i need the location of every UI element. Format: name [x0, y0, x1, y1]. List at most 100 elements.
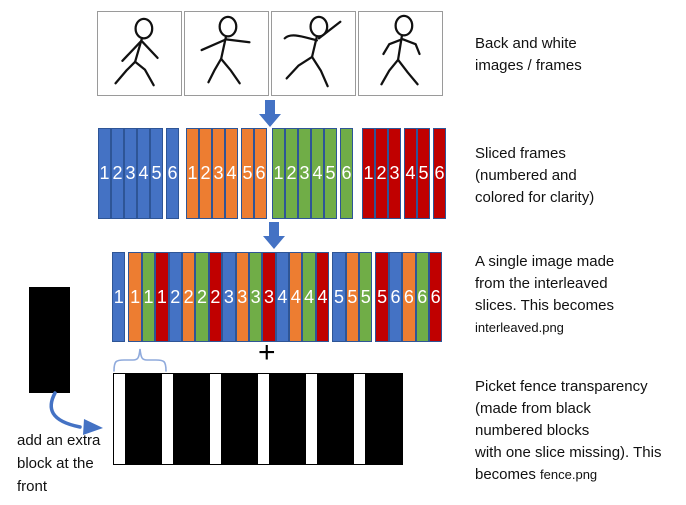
extra-block-caption-line: front: [17, 478, 48, 495]
slice: 3: [388, 128, 401, 219]
frames-caption-line: Back and white: [475, 35, 577, 52]
fence-slit: [258, 374, 269, 464]
interleaved-slice: 6: [388, 252, 403, 342]
frame-box-4: [358, 11, 443, 96]
fence-slit: [306, 374, 317, 464]
slice: 4: [225, 128, 238, 219]
sliced-caption-line: colored for clarity): [475, 189, 595, 206]
interleaved-slice: 4: [315, 252, 330, 342]
plus-sign: +: [258, 336, 276, 369]
stick-figure-1: [114, 17, 159, 87]
slice: 1: [272, 128, 285, 219]
interleaved-slice: 4: [275, 252, 290, 342]
interleaved-slice: 5: [359, 252, 373, 342]
slice: 5: [150, 128, 163, 219]
fence-block: [221, 374, 258, 464]
frames-caption: Back and white images / frames: [475, 33, 582, 77]
slice: 4: [137, 128, 150, 219]
fence-caption-line: numbered blocks: [475, 422, 590, 439]
fence-caption-line: Picket fence transparency: [475, 378, 648, 395]
extra-block-caption-line: add an extra: [17, 432, 101, 449]
slice: 5: [417, 128, 430, 219]
fence-caption-line: becomes fence.png: [475, 466, 598, 483]
fence-slit: [114, 374, 125, 464]
slice: 6: [433, 128, 446, 219]
interleaved-slice: 3: [235, 252, 249, 342]
fence-block: [269, 374, 306, 464]
slice: 6: [166, 128, 179, 219]
slice: 2: [199, 128, 212, 219]
slice: 3: [212, 128, 225, 219]
interleaved-slice: 2: [195, 252, 209, 342]
fence-caption-line: (made from black: [475, 400, 591, 417]
frame-box-3: [271, 11, 356, 96]
fence-slit: [354, 374, 365, 464]
fence-slit: [162, 374, 173, 464]
interleaved-slice: 5: [375, 252, 389, 342]
fence-block: [317, 374, 354, 464]
slice: 2: [375, 128, 388, 219]
fence-caption-line: with one slice missing). This: [475, 444, 662, 461]
sliced-caption: Sliced frames (numbered and colored for …: [475, 143, 594, 209]
frame-box-1: [97, 11, 182, 96]
sliced-caption-line: (numbered and: [475, 167, 577, 184]
extra-black-block: [29, 287, 70, 393]
fence-block: [173, 374, 210, 464]
extra-block-caption-line: block at the: [17, 455, 94, 472]
interleaved-slice: 1: [128, 252, 142, 342]
fence-filename: fence.png: [540, 467, 598, 482]
interleaved-slice: 6: [402, 252, 416, 342]
stick-figure-4: [380, 14, 421, 86]
interleaved-slice: 3: [222, 252, 236, 342]
stick-figure-3: [283, 15, 342, 88]
interleaved-slice: 5: [332, 252, 346, 342]
interleaved-slice: 1: [155, 252, 169, 342]
slice: 1: [98, 128, 111, 219]
interleaved-caption: A single image made from the interleaved…: [475, 251, 614, 339]
brace-icon: [113, 348, 167, 372]
slice: 2: [285, 128, 298, 219]
slice: 3: [298, 128, 311, 219]
interleaved-slice: 2: [181, 252, 196, 342]
stick-figure-2: [200, 15, 251, 85]
fence-block: [365, 374, 402, 464]
interleaved-slice: 4: [302, 252, 316, 342]
slice: 5: [241, 128, 254, 219]
slice: 4: [404, 128, 417, 219]
curved-arrow-icon: [49, 391, 103, 435]
interleaved-slice: 4: [289, 252, 303, 342]
frame-box-2: [184, 11, 269, 96]
slice: 2: [111, 128, 124, 219]
slice: 1: [186, 128, 199, 219]
slice: 5: [324, 128, 337, 219]
interleaved-slice: 5: [345, 252, 360, 342]
interleaved-slice: 1: [141, 252, 156, 342]
interleaved-caption-line: slices. This becomes: [475, 297, 614, 314]
fence-slit: [210, 374, 221, 464]
interleaved-slice: 2: [208, 252, 223, 342]
frames-caption-line: images / frames: [475, 57, 582, 74]
slice: 3: [124, 128, 137, 219]
interleaved-slice: 6: [415, 252, 429, 342]
interleaved-caption-line: A single image made: [475, 253, 615, 270]
extra-block-caption: add an extra block at the front: [17, 429, 100, 498]
interleaved-caption-line: from the interleaved: [475, 275, 608, 292]
down-arrow-icon: [259, 100, 281, 127]
sliced-caption-line: Sliced frames: [475, 145, 566, 162]
interleaved-slice: 3: [248, 252, 263, 342]
slice: 1: [362, 128, 375, 219]
slice: 6: [254, 128, 267, 219]
interleaved-slice: 3: [262, 252, 276, 342]
interleaved-slice: 2: [168, 252, 182, 342]
slice: 6: [340, 128, 353, 219]
interleaved-filename: interleaved.png: [475, 320, 564, 335]
fence-block: [125, 374, 162, 464]
fence-caption: Picket fence transparency (made from bla…: [475, 376, 661, 486]
picket-fence: [113, 373, 403, 465]
